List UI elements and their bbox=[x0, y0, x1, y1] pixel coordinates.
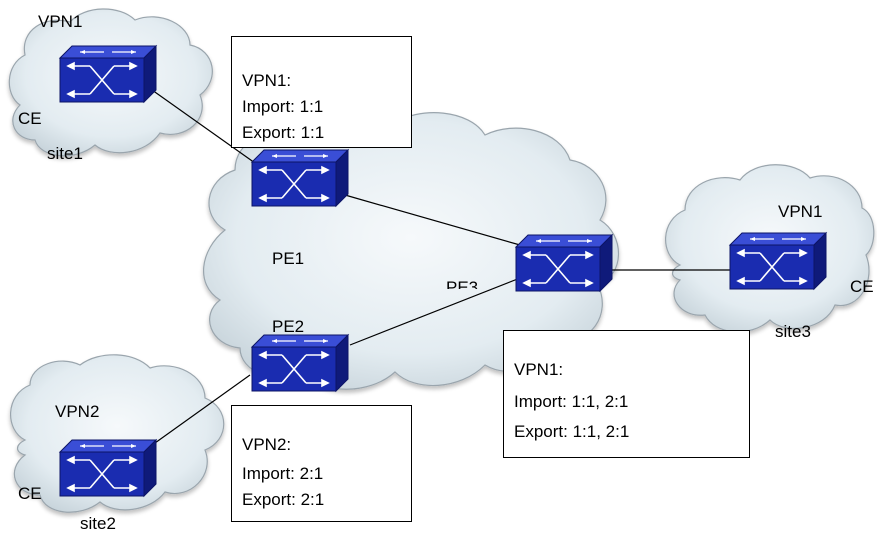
pe2-switch bbox=[251, 334, 349, 392]
site1-ce-label: CE bbox=[18, 109, 42, 128]
box-export: Export: 2:1 bbox=[242, 490, 325, 509]
pe2-label: PE2 bbox=[272, 317, 305, 336]
vpn2-pe2-route-target-box: VPN2: Import: 2:1 Export: 2:1 bbox=[231, 405, 412, 522]
site2-ce-label: CE bbox=[18, 484, 42, 503]
box-title: VPN2: bbox=[242, 435, 292, 454]
ce-site2-switch bbox=[59, 439, 157, 497]
vpn1-pe3-route-target-box: VPN1: Import: 1:1, 2:1 Export: 1:1, 2:1 bbox=[503, 330, 750, 458]
site2-name-label: site2 bbox=[80, 514, 116, 533]
links bbox=[144, 84, 730, 449]
ce-site3-switch bbox=[729, 232, 827, 290]
box-export: Export: 1:1, 2:1 bbox=[514, 422, 630, 441]
box-import: Import: 1:1, 2:1 bbox=[514, 392, 629, 411]
vpn1-pe1-route-target-box: VPN1: Import: 1:1 Export: 1:1 bbox=[231, 36, 412, 148]
site2-vpn-label: VPN2 bbox=[55, 402, 100, 421]
site1-name-label: site1 bbox=[47, 144, 83, 163]
box-import: Import: 2:1 bbox=[242, 464, 324, 483]
site3-name-label: site3 bbox=[775, 322, 811, 341]
pe3-switch bbox=[515, 234, 613, 292]
link-ce2-pe2 bbox=[147, 374, 251, 449]
pe1-switch bbox=[251, 149, 349, 207]
box-export: Export: 1:1 bbox=[242, 123, 325, 142]
pe3-label: PE3 bbox=[446, 279, 479, 289]
box-title: VPN1: bbox=[514, 360, 564, 379]
link-pe2-pe3 bbox=[349, 277, 521, 346]
box-import: Import: 1:1 bbox=[242, 97, 324, 116]
box-title: VPN1: bbox=[242, 71, 292, 90]
site3-vpn-label: VPN1 bbox=[778, 202, 823, 221]
ce-site1-switch bbox=[59, 45, 157, 103]
site3-ce-label: CE bbox=[850, 278, 874, 295]
site1-vpn-label: VPN1 bbox=[38, 13, 83, 29]
link-pe1-pe3 bbox=[344, 194, 521, 246]
pe1-label: PE1 bbox=[272, 249, 305, 268]
link-ce1-pe1 bbox=[144, 84, 263, 169]
